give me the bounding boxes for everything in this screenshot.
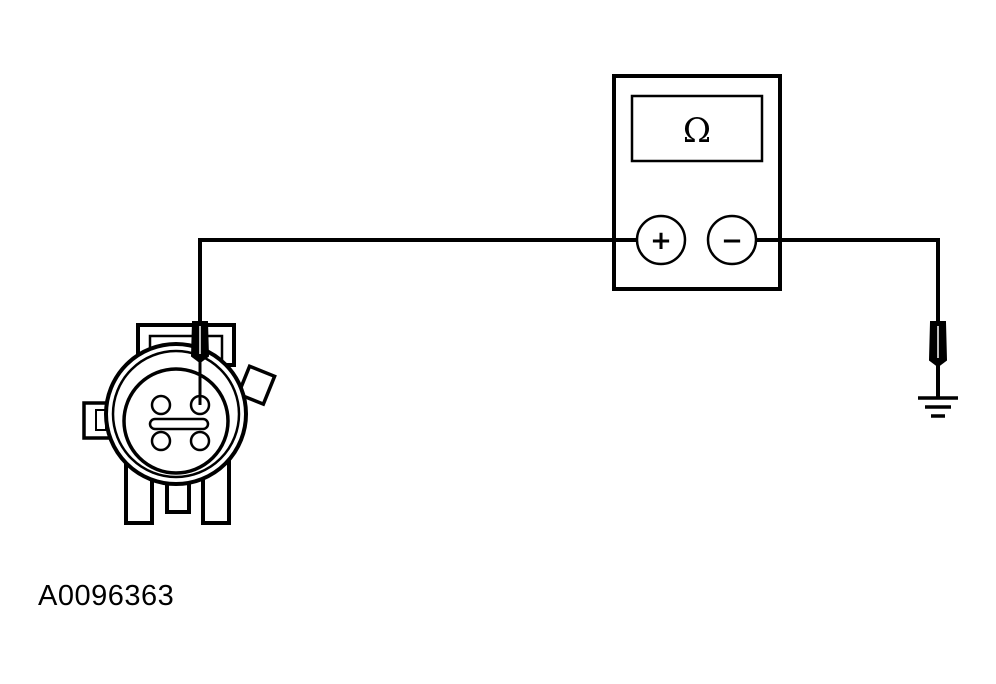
connector-pin-1	[150, 394, 172, 416]
connector-right-tab	[236, 363, 277, 407]
positive-terminal-label: +	[650, 226, 672, 256]
ohmmeter: Ω + −	[612, 74, 782, 291]
negative-terminal-label: −	[721, 226, 743, 256]
figure-id: A0096363	[38, 580, 175, 612]
ohmmeter-display	[630, 94, 764, 163]
connector-key-bar	[148, 417, 210, 431]
positive-lead-wire	[198, 238, 637, 322]
negative-lead-wire	[756, 238, 940, 322]
test-leads	[198, 238, 940, 322]
connector-pin-3	[150, 430, 172, 452]
positive-probe	[190, 321, 210, 405]
connector	[82, 323, 277, 525]
ground-probe	[928, 321, 948, 398]
ground-symbol-icon	[918, 396, 958, 418]
connector-pin-4	[189, 430, 211, 452]
ohm-symbol: Ω	[683, 111, 711, 151]
